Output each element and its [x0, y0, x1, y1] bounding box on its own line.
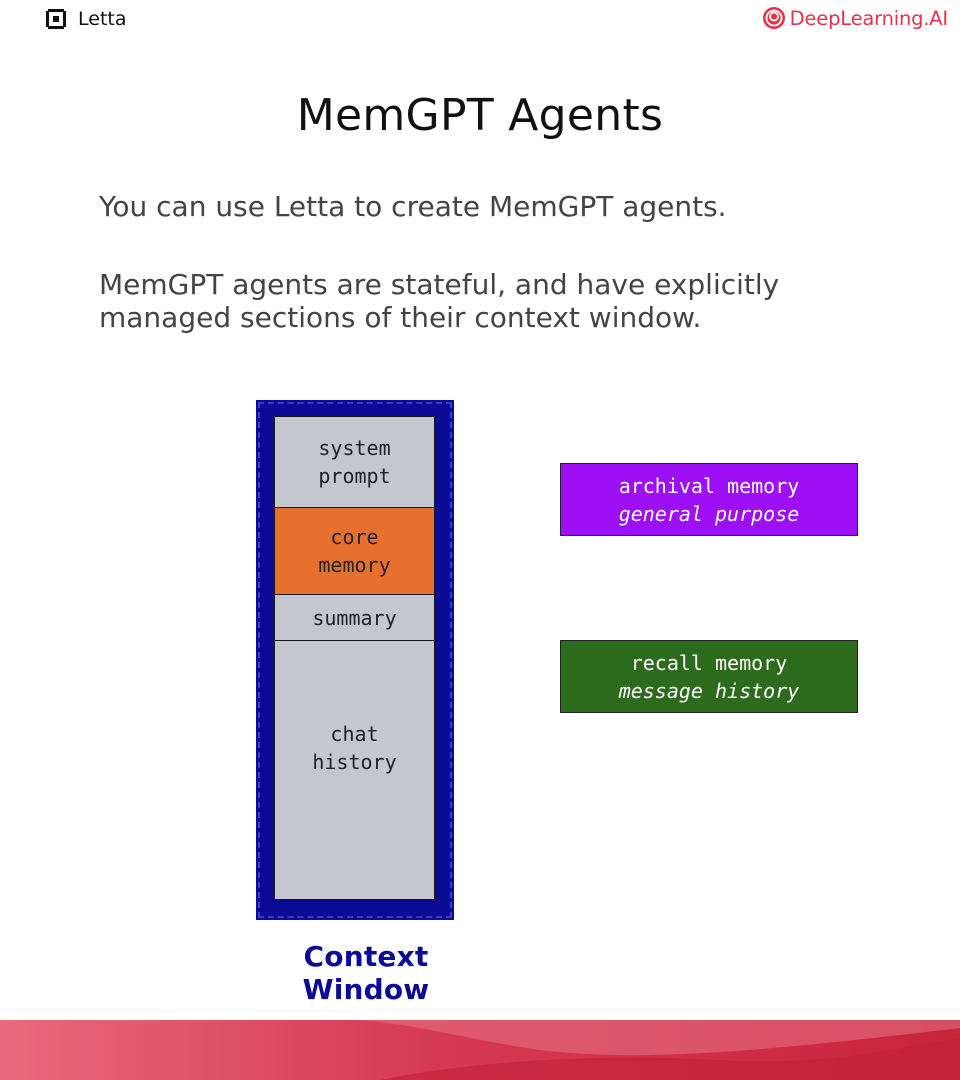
letta-logo: Letta — [44, 7, 126, 31]
section-label: chat — [330, 722, 379, 746]
archival-memory-title: archival memory — [618, 473, 800, 498]
recall-memory-subtitle: message history — [618, 678, 800, 703]
letta-logo-icon — [46, 9, 66, 29]
recall-memory-box: recall memory message history — [560, 640, 858, 713]
deeplearning-brand-text: DeepLearning.AI — [789, 6, 949, 30]
archival-memory-subtitle: general purpose — [618, 501, 800, 526]
slide-title: MemGPT Agents — [296, 90, 664, 141]
summary-section: summary — [275, 595, 434, 641]
context-window-stack: system prompt core memory summary chat h… — [274, 416, 435, 900]
description-line: MemGPT agents are stateful, and have exp… — [99, 268, 780, 301]
deeplearning-logo: DeepLearning.AI — [762, 6, 948, 30]
section-label: summary — [312, 605, 397, 630]
context-window-dashed-border — [258, 402, 452, 918]
deeplearning-logo-icon — [762, 7, 785, 29]
section-label: history — [312, 750, 397, 774]
section-label: system — [318, 436, 391, 460]
core-memory-section: core memory — [275, 507, 434, 595]
context-window-label: Context Window — [302, 940, 430, 1006]
archival-memory-box: archival memory general purpose — [560, 463, 858, 536]
section-label: memory — [318, 553, 391, 577]
system-prompt-section: system prompt — [275, 417, 434, 507]
intro-paragraph: You can use Letta to create MemGPT agent… — [99, 190, 727, 223]
context-window-box: system prompt core memory summary chat h… — [256, 400, 454, 920]
recall-memory-title: recall memory — [630, 650, 788, 675]
description-line: managed sections of their context window… — [99, 301, 702, 334]
section-label: core — [330, 525, 379, 549]
chat-history-section: chat history — [275, 641, 434, 885]
letta-brand-text: Letta — [78, 8, 127, 30]
bottom-wave-decoration — [0, 1020, 960, 1080]
description-paragraph: MemGPT agents are stateful, and have exp… — [99, 268, 899, 334]
section-label: prompt — [318, 464, 391, 488]
